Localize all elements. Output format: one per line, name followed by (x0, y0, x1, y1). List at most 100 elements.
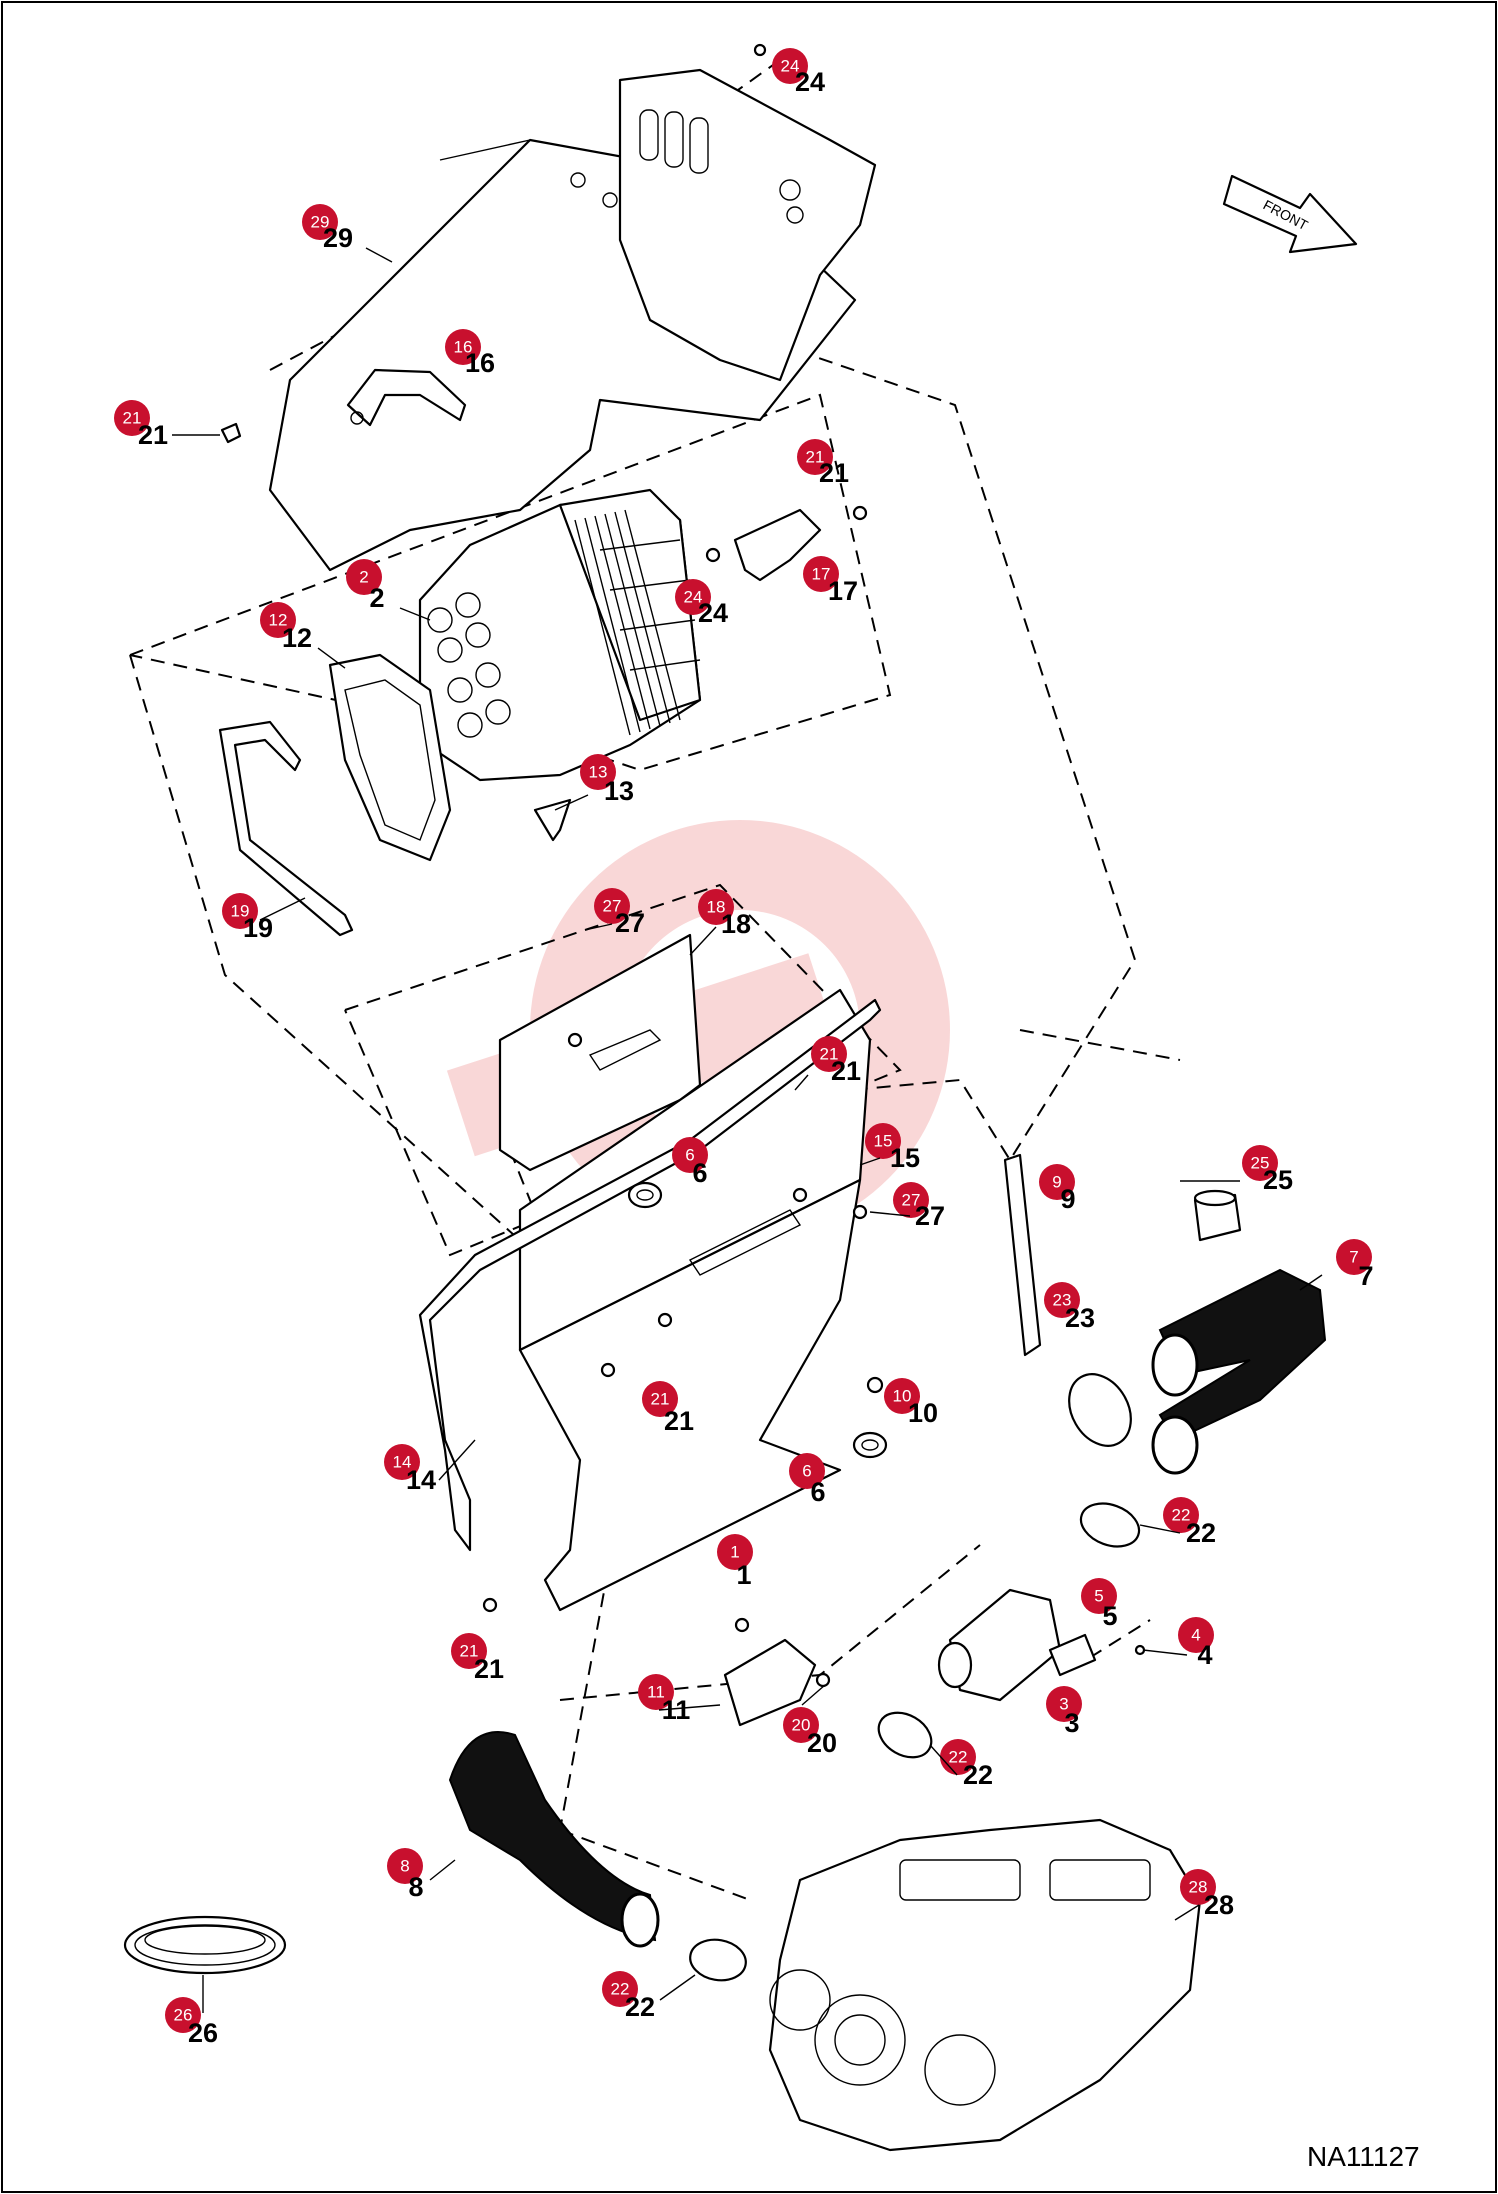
callout-7[interactable]: 77 (1336, 1239, 1374, 1291)
clamp-22-lower (689, 1938, 747, 1982)
svg-text:5: 5 (1094, 1587, 1103, 1606)
callout-5[interactable]: 55 (1081, 1578, 1118, 1631)
svg-text:2: 2 (359, 568, 368, 587)
intake-tube-7 (1151, 1268, 1327, 1475)
svg-text:25: 25 (1263, 1165, 1293, 1195)
clamp-22-upper (1079, 1502, 1141, 1548)
svg-text:27: 27 (615, 908, 645, 938)
svg-text:12: 12 (269, 611, 288, 630)
svg-text:22: 22 (963, 1760, 993, 1790)
svg-text:16: 16 (454, 338, 473, 357)
svg-text:19: 19 (231, 902, 250, 921)
svg-text:27: 27 (915, 1201, 945, 1231)
svg-text:10: 10 (893, 1387, 912, 1406)
svg-text:3: 3 (1059, 1695, 1068, 1714)
svg-text:21: 21 (806, 448, 825, 467)
clamp-22-middle (877, 1711, 933, 1759)
svg-text:9: 9 (1060, 1184, 1075, 1214)
svg-text:27: 27 (603, 897, 622, 916)
svg-text:24: 24 (781, 57, 800, 76)
svg-text:21: 21 (831, 1056, 861, 1086)
svg-text:1: 1 (736, 1560, 751, 1590)
strap-19 (218, 720, 354, 937)
svg-text:7: 7 (1358, 1261, 1373, 1291)
diagram-code: NA11127 (1307, 2141, 1420, 2172)
engine-28 (768, 1818, 1202, 2152)
upper-bracket (618, 68, 877, 382)
svg-text:11: 11 (647, 1683, 665, 1702)
clamp-23 (1068, 1373, 1132, 1447)
callout-8[interactable]: 88 (387, 1848, 424, 1902)
connector-3 (1048, 1633, 1097, 1677)
bracket-18 (498, 933, 702, 1172)
callout-1[interactable]: 11 (717, 1534, 753, 1590)
svg-text:26: 26 (188, 2018, 218, 2048)
svg-text:24: 24 (684, 588, 703, 607)
dust-valve-13 (533, 798, 572, 842)
svg-text:22: 22 (1186, 1518, 1216, 1548)
svg-text:7: 7 (1349, 1248, 1358, 1267)
svg-text:19: 19 (243, 913, 273, 943)
callout-2[interactable]: 22 (346, 559, 385, 613)
svg-text:22: 22 (625, 1992, 655, 2022)
callout-9[interactable]: 99 (1039, 1164, 1076, 1214)
svg-text:12: 12 (282, 623, 312, 653)
svg-text:23: 23 (1065, 1303, 1095, 1333)
svg-text:9: 9 (1052, 1173, 1061, 1192)
air-cleaner-assembly (418, 488, 702, 782)
callout-3[interactable]: 33 (1046, 1686, 1082, 1738)
svg-text:21: 21 (651, 1390, 670, 1409)
svg-text:26: 26 (174, 2006, 193, 2025)
bracket-11 (723, 1638, 817, 1727)
svg-text:13: 13 (589, 763, 608, 782)
svg-text:20: 20 (792, 1716, 811, 1735)
svg-text:15: 15 (890, 1143, 920, 1173)
svg-text:21: 21 (460, 1642, 479, 1661)
svg-text:28: 28 (1189, 1878, 1208, 1897)
svg-text:8: 8 (408, 1872, 423, 1902)
callout-4[interactable]: 44 (1178, 1617, 1214, 1670)
svg-text:20: 20 (807, 1728, 837, 1758)
svg-text:23: 23 (1053, 1291, 1072, 1310)
svg-text:22: 22 (1172, 1506, 1191, 1525)
svg-text:4: 4 (1191, 1626, 1200, 1645)
svg-text:25: 25 (1251, 1154, 1270, 1173)
svg-text:16: 16 (465, 348, 495, 378)
svg-text:29: 29 (311, 213, 330, 232)
svg-text:18: 18 (707, 898, 726, 917)
seal-strip-14 (418, 998, 882, 1552)
svg-text:17: 17 (812, 565, 831, 584)
callout-6-a[interactable]: 66 (672, 1137, 708, 1188)
callout-6-b[interactable]: 66 (789, 1453, 826, 1507)
svg-text:6: 6 (810, 1477, 825, 1507)
